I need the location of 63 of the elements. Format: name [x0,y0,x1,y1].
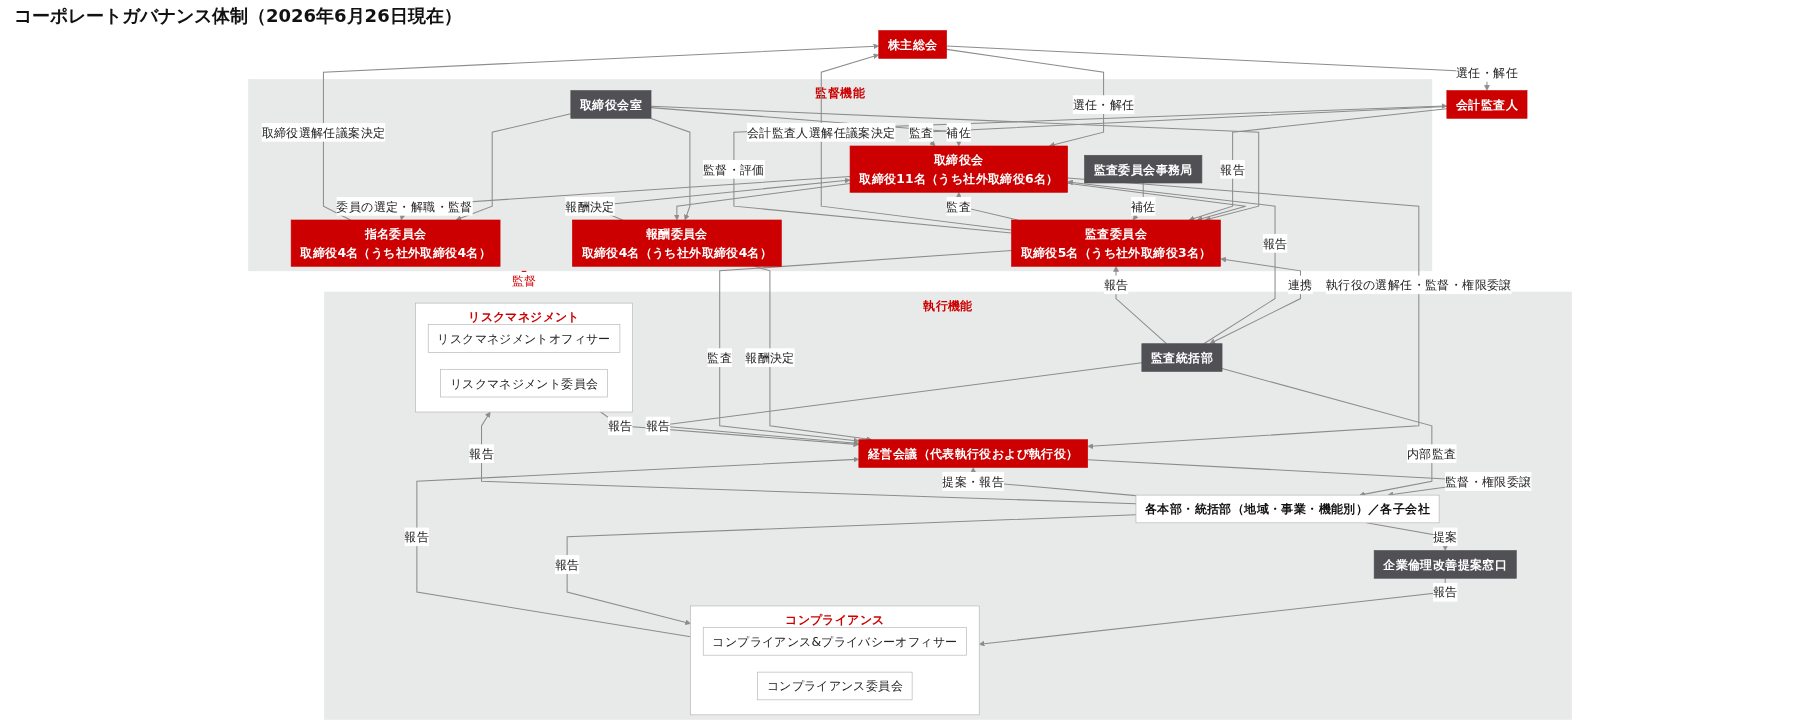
node-box: 報酬委員会 取締役4名（うち社外取締役4名） [572,219,782,267]
edge-label: 委員の選定・解職・監督 [336,198,473,214]
node-box: 取締役会 取締役11名（うち社外取締役6名） [849,145,1068,193]
arrow [820,53,1013,231]
edge-label: 報告 [607,418,633,433]
arrow [399,175,851,221]
edge-label: 監督・評価 [702,161,765,177]
diagram-title: コーポレートガバナンス体制（2026年6月26日現在） [14,5,462,26]
arrow [566,514,1137,626]
node-box: リスクマネジメントオフィサー [427,324,621,353]
edge-label: 執行役の選解任・監督・権限委譲 [1325,277,1512,292]
edge-label: 報告 [1432,584,1458,600]
edge-label: 報告 [645,418,671,433]
arrow [946,48,1105,148]
edge-label: 会計監査人選解任議案決定 [746,124,896,140]
edge-label: 報告 [469,446,494,461]
node-box: 株主総会 [878,30,947,59]
edge-label: 監督・権限委譲 [1444,473,1532,489]
edge-label: 取締役選解任議案決定 [261,124,386,140]
edge-label: 監督 [511,273,537,289]
node-box: コンプライアンス&プライバシーオフィサー [702,627,967,656]
edge-label: 内部監査 [1407,446,1457,461]
edge-label: 報告 [1103,277,1129,292]
arrow [674,182,851,221]
node-box: 監査統括部 [1141,343,1223,372]
edge-label: 報告 [554,557,580,572]
edge-label: 選任・解任 [1072,97,1135,112]
edge-label: 補佐 [1130,198,1156,214]
node-box: 経営会議（代表執行役および執行役） [858,439,1088,468]
edge-label: 報告 [1220,161,1245,177]
node-box: 監査委員会事務局 [1084,154,1203,184]
arrow [455,113,572,221]
edge-label: 報告 [1262,235,1288,251]
node-box: 各本部・統括部（地域・事業・機能別）／各子会社 [1135,494,1440,524]
edge-label: 報酬決定 [745,350,795,365]
node-box: 指名委員会 取締役4名（うち社外取締役4名） [290,219,501,267]
arrow [1188,108,1448,222]
arrow [1209,256,1301,344]
edge-label: 報告 [404,529,430,544]
node-box: 会計監査人 [1446,90,1528,119]
edge-label: 監査 [908,124,934,140]
node-box: 監査委員会 取締役5名（うち社外取締役3名） [1011,219,1221,267]
arrow [1221,368,1433,497]
edge-label: 補佐 [946,124,972,140]
edge-label: 監査 [707,350,733,365]
edge-label: 選任・解任 [1455,64,1518,80]
node-box: コンプライアンス委員会 [757,671,913,701]
node-box: 取締役会室 [570,90,652,119]
arrow [416,456,860,638]
arrow [719,249,1013,444]
edge-label: 監査 [946,198,972,214]
node-box: リスクマネジメント委員会 [440,368,608,398]
node-box: 企業倫理改善提案窓口 [1373,550,1517,579]
arrow [600,411,860,448]
arrow [649,117,691,221]
arrow [1067,177,1420,449]
edge-label: 報酬決定 [565,198,615,214]
edge-label: 連携 [1288,277,1313,292]
arrow [322,43,880,221]
arrow [978,577,1446,647]
arrow [946,45,1490,91]
edge-label: 提案・報告 [942,473,1005,489]
edge-label: 提案 [1432,529,1458,544]
